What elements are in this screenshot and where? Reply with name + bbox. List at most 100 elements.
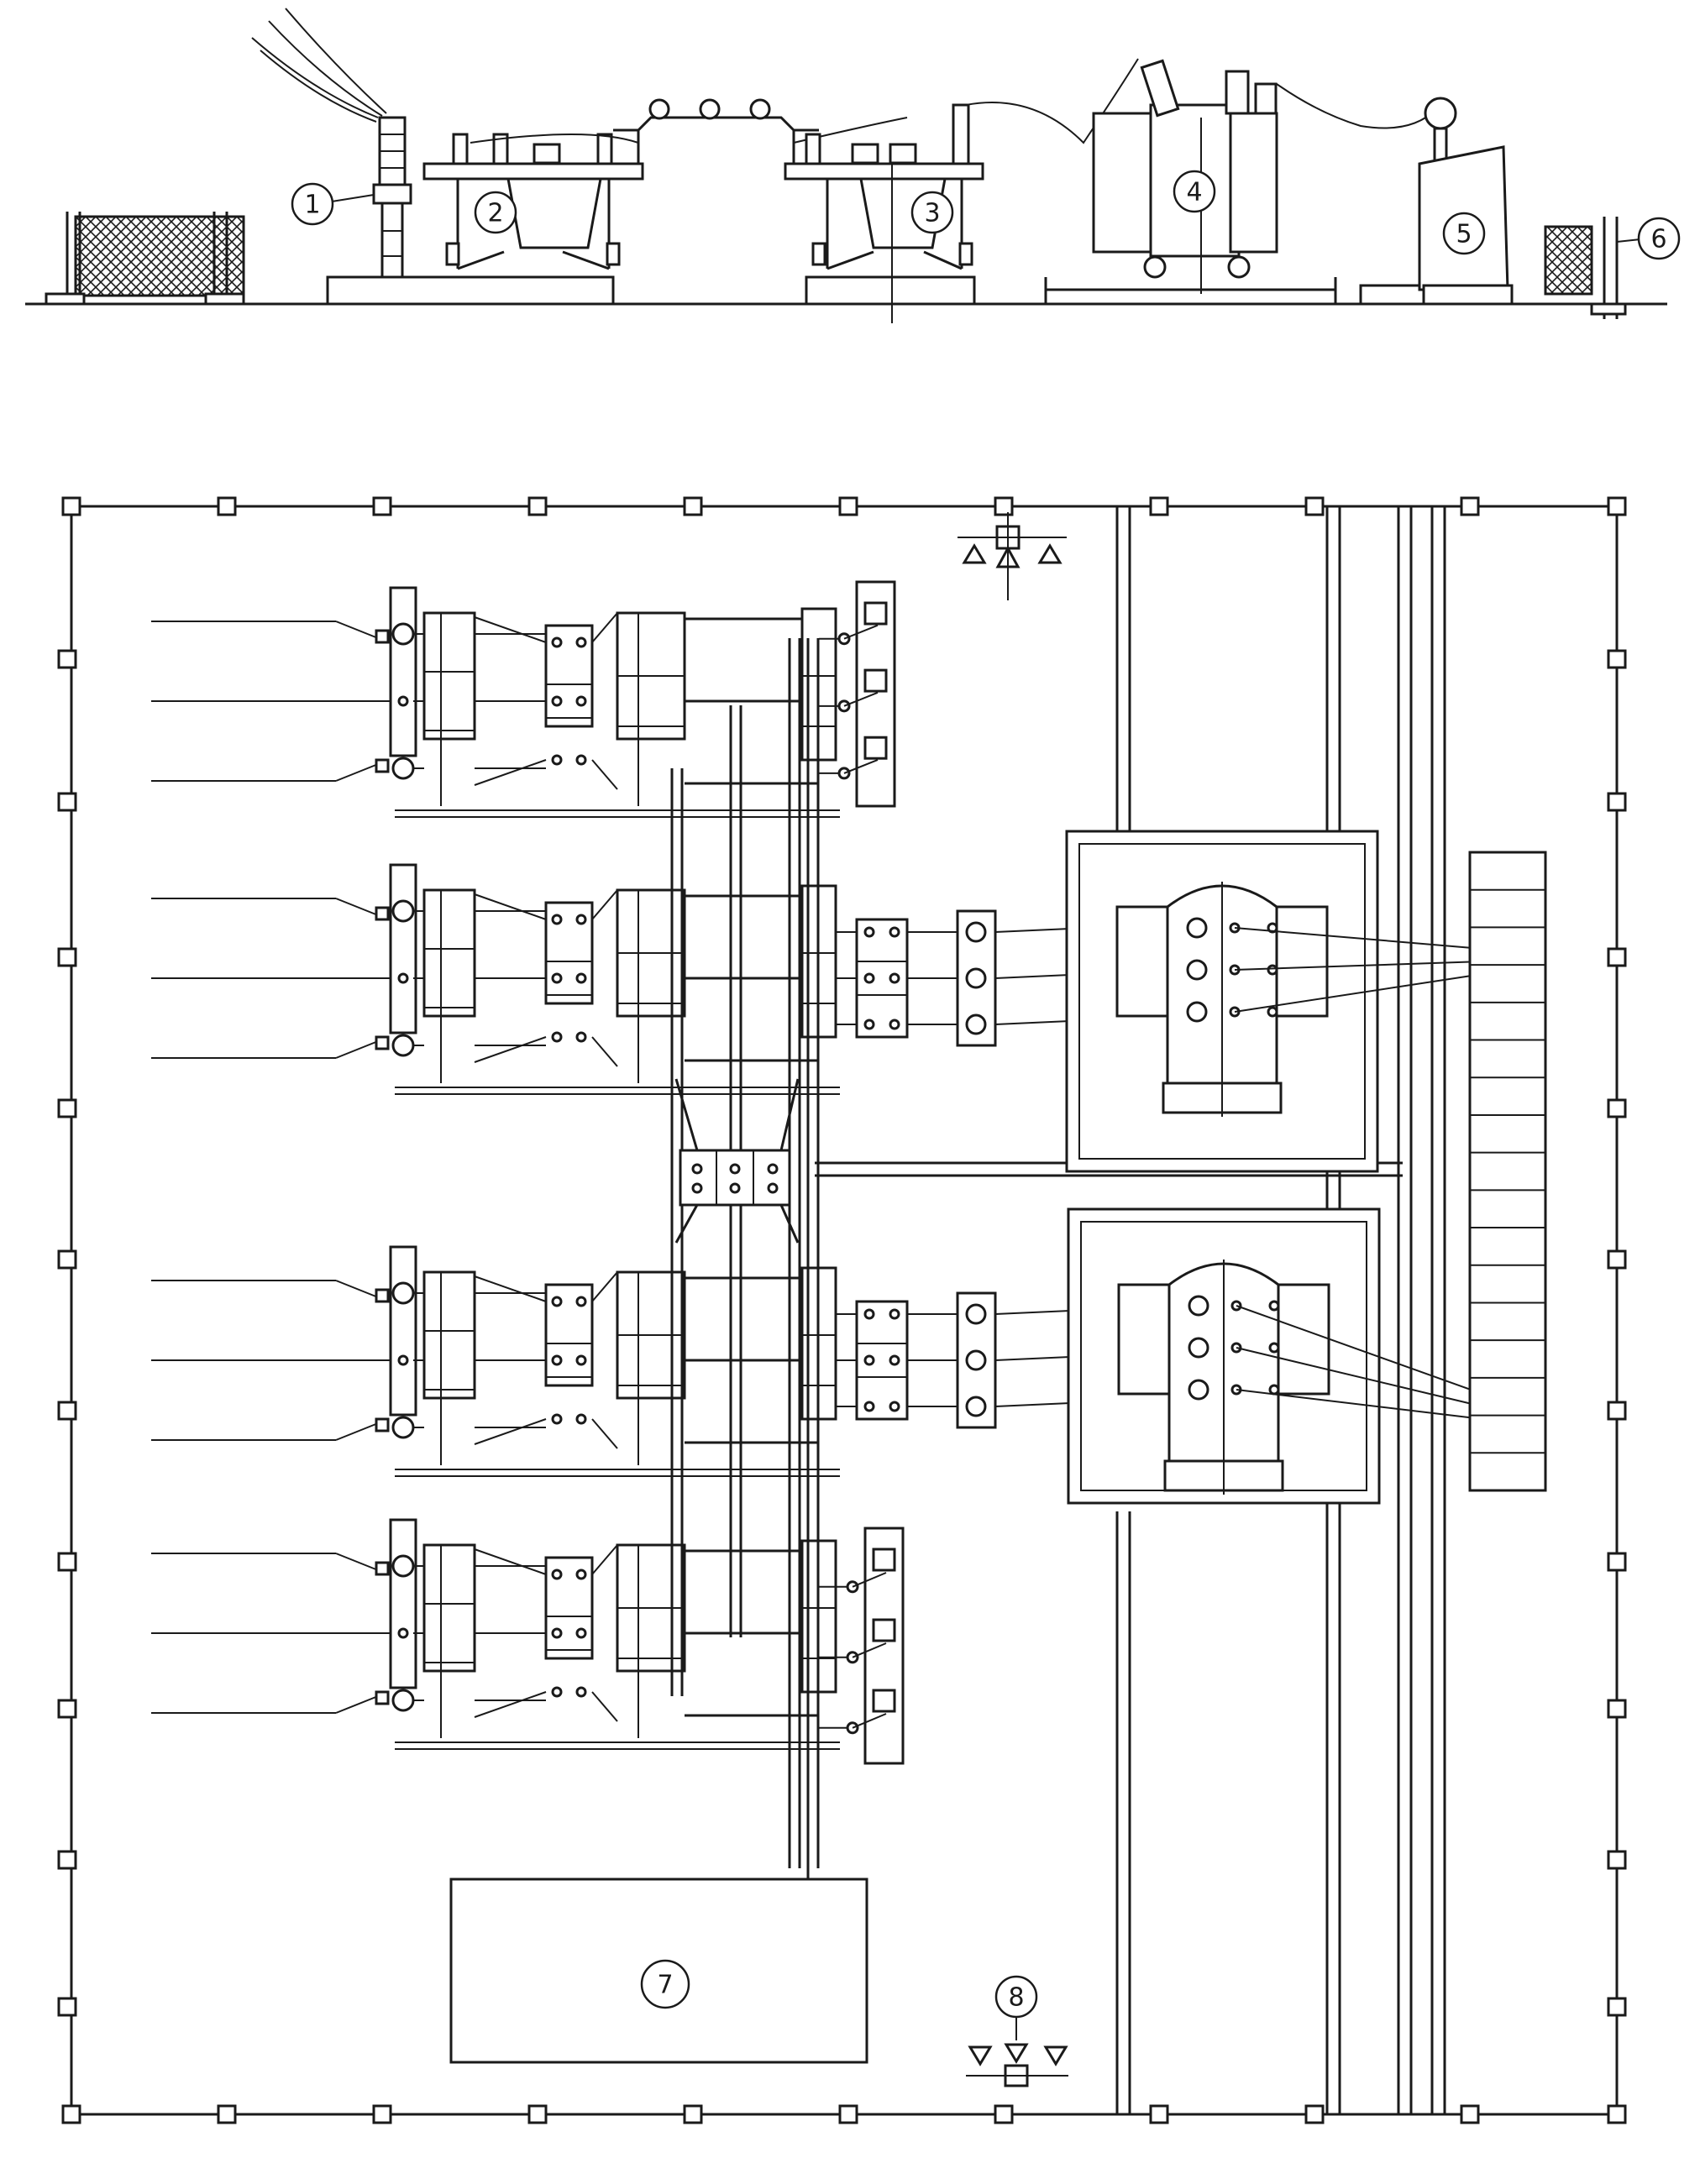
terminal — [889, 1019, 900, 1030]
ct-block — [422, 888, 476, 1018]
fence-post — [1607, 1552, 1627, 1572]
conductor — [591, 1691, 618, 1722]
fence-post — [372, 496, 392, 516]
conductor — [474, 893, 547, 920]
fence-post — [994, 496, 1014, 516]
terminal — [889, 926, 900, 938]
insulator — [397, 1354, 409, 1366]
fence-post — [1304, 2104, 1325, 2124]
lv-cable — [1234, 927, 1483, 950]
lv-cable — [1236, 1389, 1483, 1420]
insulator — [397, 695, 409, 707]
control-building-7 — [449, 1878, 868, 2064]
disconnector-3 — [784, 103, 984, 323]
conductor — [474, 1275, 547, 1302]
fence-post — [1607, 2104, 1627, 2124]
fence-post — [57, 1098, 77, 1118]
lv-bushing — [1268, 1342, 1280, 1354]
main-busbars — [670, 638, 820, 1868]
callout-5-text: 5 — [1456, 220, 1472, 249]
terminal — [575, 1413, 587, 1425]
tx-pit-inner — [1078, 843, 1366, 1160]
feeder-bays — [151, 586, 1185, 1750]
fence-post — [527, 496, 548, 516]
callout-7: 7 — [640, 1959, 690, 2009]
switchgear-room — [1468, 851, 1547, 1492]
conductor — [591, 1271, 618, 1302]
pt-panels — [819, 580, 905, 1765]
fence-post — [1607, 649, 1627, 669]
terminal — [575, 914, 587, 925]
terminal — [575, 1031, 587, 1043]
insulator — [397, 972, 409, 984]
terminal — [551, 1031, 563, 1043]
feeder-bay — [151, 863, 840, 1095]
feeder-line — [335, 763, 379, 782]
lv-cable — [1234, 973, 1483, 1013]
callout-4-text: 4 — [1186, 178, 1202, 207]
pt-link — [852, 1642, 887, 1658]
radiator — [1117, 1283, 1171, 1396]
terminal — [551, 695, 563, 707]
feeder-line — [335, 898, 379, 916]
hv-bushing — [1188, 1379, 1209, 1401]
terminal — [551, 1627, 563, 1639]
terminal — [551, 1296, 563, 1307]
lv-bushing — [1267, 964, 1278, 976]
feeder-bay — [151, 1245, 840, 1477]
terminal — [551, 1354, 563, 1366]
transformer-bays — [1065, 830, 1483, 1505]
switchgear-frame — [1468, 851, 1547, 1492]
fence-post — [57, 1552, 77, 1572]
fence-post — [1607, 1249, 1627, 1270]
conductor — [591, 889, 618, 920]
fence-post — [61, 496, 81, 516]
pt-link — [843, 691, 879, 707]
fence-post — [217, 2104, 237, 2124]
lv-cable — [1236, 1347, 1483, 1407]
fence-posts — [57, 496, 1627, 2124]
lv-cable — [1234, 961, 1483, 971]
hv-bushing — [1188, 1295, 1209, 1317]
fence-perimeter — [70, 505, 1619, 2116]
fence-post — [838, 2104, 858, 2124]
arrester — [965, 1396, 987, 1417]
pt-link — [843, 624, 879, 640]
fence-post — [1607, 792, 1627, 812]
lightning-rod-bottom — [966, 2015, 1068, 2087]
terminal — [551, 972, 563, 984]
pt-link — [852, 1713, 887, 1729]
fence-post — [1607, 496, 1627, 516]
pt-unit — [863, 736, 888, 760]
feeder-bay — [151, 1518, 840, 1750]
callout-3-text: 3 — [924, 199, 940, 228]
terminal — [575, 1354, 587, 1366]
fence-post — [1607, 947, 1627, 967]
breaker-2 — [326, 133, 644, 306]
fence-post — [1607, 1699, 1627, 1719]
pt-unit — [863, 668, 888, 693]
terminal — [575, 972, 587, 984]
fence-post — [683, 496, 703, 516]
terminal — [575, 695, 587, 707]
fence-post — [1149, 2104, 1169, 2124]
insulator — [397, 1627, 409, 1639]
callout-5: 5 — [1442, 212, 1486, 255]
callout-1-text: 1 — [304, 191, 320, 220]
pt-panel — [819, 1527, 905, 1765]
lv-bushing — [1267, 922, 1278, 934]
radiator — [1115, 905, 1169, 1018]
anchor — [375, 906, 390, 921]
terminal — [551, 754, 563, 766]
insulator — [391, 1416, 415, 1439]
insulator — [391, 1554, 415, 1578]
gantry — [389, 586, 417, 757]
gantry — [389, 1518, 417, 1689]
hv-bushing — [1186, 917, 1208, 939]
fence-post — [994, 2104, 1014, 2124]
fence-post — [683, 2104, 703, 2124]
terminal — [889, 1308, 900, 1320]
terminal — [575, 754, 587, 766]
lightning-rod-top — [958, 512, 1067, 600]
